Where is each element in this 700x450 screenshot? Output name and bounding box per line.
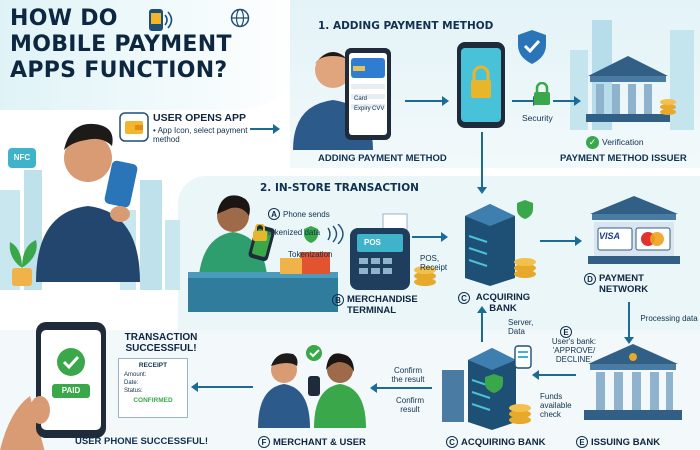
users-bank-label: User's bank: 'APPROVE/ DECLINE' (551, 337, 597, 364)
step-b-letter: B (332, 294, 344, 306)
step-c-row: C ACQUIRING BANK (458, 292, 538, 316)
arrow-to-user-phone (191, 382, 253, 392)
step-b-text: MERCHANDISE TERMINAL (347, 294, 418, 316)
arrow-pos-to-acquiring (412, 232, 448, 242)
shield-check-icon (518, 30, 546, 64)
receipt-card: RECEIPT Amount: Date: Status: CONFIRMED (118, 358, 188, 418)
pos-receipt-label: POS, Receipt (420, 254, 448, 272)
step-c2-text: ACQUIRING BANK (461, 437, 546, 448)
step-c-letter: C (458, 292, 470, 304)
verification-label: Verification (602, 137, 644, 147)
server-data-label: Server, Data (508, 318, 534, 336)
title-line-2: MOBILE PAYMENT (10, 32, 232, 57)
arrow-acquiring-to-merchant (370, 383, 432, 393)
plant-decoration (9, 240, 37, 286)
user-with-phone-illustration (36, 123, 140, 282)
receipt-confirmed: CONFIRMED (133, 397, 173, 404)
user-phone-successful-caption: USER PHONE SUCCESSFUL! (75, 436, 209, 447)
pos-screen-text: POS (364, 238, 381, 247)
step-e2-text: ISSUING BANK (591, 437, 661, 448)
card-field-label: Card (354, 96, 368, 102)
visa-label: VISA (599, 231, 621, 241)
pos-terminal-illustration (350, 213, 436, 290)
confirm-result-label-1: Confirm the result (391, 366, 425, 384)
receipt-date: Date: (124, 380, 139, 386)
funds-check-label: Funds available check (540, 392, 572, 419)
payment-issuer-caption: PAYMENT METHOD ISSUER (560, 153, 687, 164)
arrow-acquiring-to-network (540, 236, 582, 246)
receipt-title: RECEIPT (138, 362, 168, 369)
receipt-status: Status: (124, 388, 143, 394)
wallet-app-icon (119, 112, 149, 142)
step-c-text: ACQUIRING BANK (475, 292, 531, 314)
step-e2-letter: E (576, 436, 588, 448)
arrow-up-to-acquiring (477, 306, 487, 342)
step-e-letter: E (560, 326, 572, 338)
verification-row: ✓Verification (586, 132, 644, 150)
section2-heading: 2. IN-STORE TRANSACTION (260, 182, 419, 194)
merchant-and-user-illustration (258, 353, 366, 428)
hand-phone-paid-illustration (0, 322, 106, 450)
page-title: HOW DO MOBILE PAYMENT APPS FUNCTION? (10, 6, 250, 84)
title-line-3: APPS FUNCTION? (10, 58, 228, 83)
step-d-letter: D (584, 273, 596, 285)
bank-phone-icon (514, 345, 532, 369)
arrow-to-phone (405, 96, 449, 106)
expiry-field-label: Expiry (354, 106, 371, 112)
phone-wallet-icon (149, 9, 173, 31)
tokenization-lock-icon (253, 224, 267, 241)
acquiring-bank-server-illustration (465, 200, 536, 286)
arrow-issuing-to-acquiring (532, 370, 576, 380)
step-d-text: PAYMENT NETWORK (599, 273, 649, 295)
processing-label: Processing data (640, 314, 698, 323)
user-opens-title: USER OPENS APP (153, 112, 246, 124)
user-opens-detail: • App Icon, select payment method (153, 126, 248, 144)
transaction-successful-title: TRANSACTION SUCCESSFUL! (124, 332, 198, 354)
security-lock-icon (534, 82, 550, 105)
paid-label: PAID (61, 386, 81, 395)
acquiring-bank-server-2-illustration (442, 348, 531, 430)
arrow-network-to-issuing (624, 302, 634, 344)
confirm-result-label-2: Confirm result (395, 396, 424, 414)
security-label: Security (522, 113, 553, 123)
step-f-text: MERCHANT & USER (273, 437, 366, 448)
tokenization-label: Tokenization (288, 250, 333, 259)
step-a-text: Phone sends tokenized data (268, 210, 330, 237)
payment-network-illustration (588, 196, 680, 264)
issuing-bank-illustration (584, 344, 682, 420)
receipt-amount: Amount: (124, 372, 147, 378)
arrow-down-to-acquiring (477, 132, 487, 194)
cvv-field-label: CVV (372, 106, 385, 112)
issuer-bank-illustration (586, 56, 676, 122)
title-line-1: HOW DO (10, 6, 118, 31)
arrow-to-issuer (553, 96, 581, 106)
arrow-to-security (512, 96, 540, 106)
phone-lock-illustration (457, 42, 505, 128)
arrow-from-user-opens (250, 124, 280, 134)
globe-icon (230, 8, 250, 28)
step-a-letter: A (268, 208, 280, 220)
nfc-badge: NFC (8, 148, 36, 168)
confirm-check-icon (306, 345, 322, 361)
step-f-letter: F (258, 436, 270, 448)
nfc-signal-icon (304, 224, 344, 244)
person-adding-card-illustration (293, 48, 391, 150)
adding-payment-caption: ADDING PAYMENT METHOD (318, 153, 447, 164)
verification-check-icon: ✓ (586, 136, 599, 149)
step-c2-letter: C (446, 436, 458, 448)
step-e-letter-row: E (560, 322, 620, 340)
merchant-woman-illustration (188, 195, 338, 312)
section1-heading: 1. ADDING PAYMENT METHOD (318, 20, 494, 32)
